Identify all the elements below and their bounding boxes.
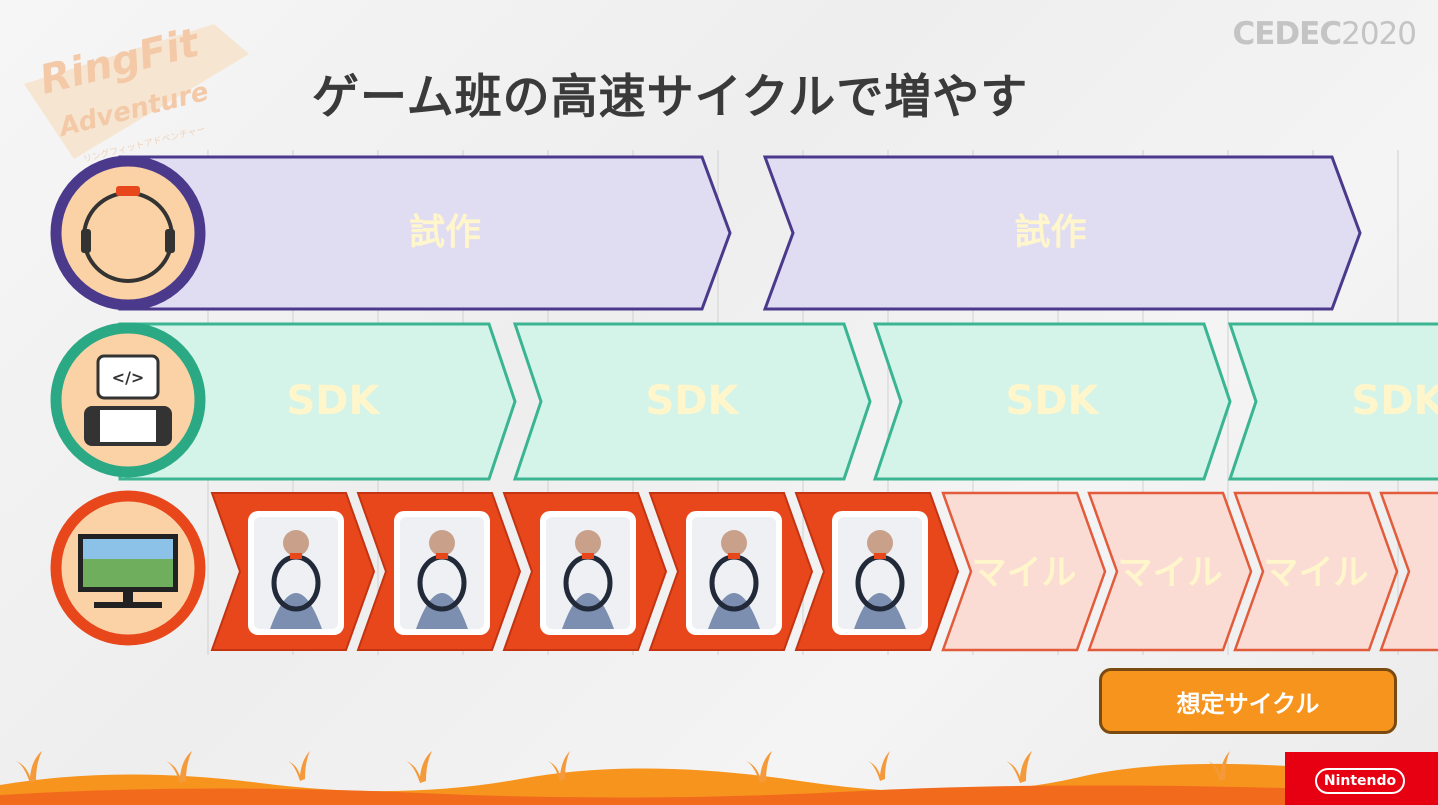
exercise-photo bbox=[692, 517, 776, 629]
ring-con-grip bbox=[582, 553, 594, 559]
game-planned-stage-label: マイル bbox=[971, 554, 1076, 594]
cedec-logo: CEDEC2020 bbox=[1233, 16, 1417, 52]
sdk-stage-4 bbox=[1227, 322, 1438, 481]
person-head bbox=[867, 530, 893, 556]
nintendo-logo-text: Nintendo bbox=[1315, 768, 1405, 794]
person-head bbox=[429, 530, 455, 556]
ring-con-grip bbox=[290, 553, 302, 559]
exercise-photo bbox=[838, 517, 922, 629]
sdk-stage-2 bbox=[512, 322, 872, 481]
prototype-stage-2 bbox=[762, 155, 1362, 311]
lane-sdk: SDK SDK SDK SDK bbox=[118, 322, 1438, 481]
prototype-stage-label: 試作 bbox=[1014, 212, 1086, 253]
prototype-stage-label: 試作 bbox=[409, 212, 481, 253]
slide-title: ゲーム班の高速サイクルで増やす bbox=[312, 70, 1029, 125]
tv-game-icon bbox=[50, 490, 206, 646]
nintendo-logo: Nintendo bbox=[1285, 752, 1438, 805]
switch-code-icon: </> bbox=[50, 322, 206, 478]
cedec-logo-main: CEDEC bbox=[1232, 16, 1343, 52]
game-planned-stage-2 bbox=[1087, 491, 1253, 652]
sdk-stage-3 bbox=[872, 322, 1232, 481]
assumed-cycle-button[interactable]: 想定サイクル bbox=[1099, 668, 1397, 734]
game-planned-stage-3 bbox=[1233, 491, 1399, 652]
sdk-stage-label: SDK bbox=[286, 378, 381, 424]
ring-con-grip bbox=[728, 553, 740, 559]
ring-con-icon bbox=[50, 155, 206, 311]
game-planned-stage-label: マイル bbox=[1117, 554, 1222, 594]
ring-con-grip bbox=[436, 553, 448, 559]
person-head bbox=[575, 530, 601, 556]
lane-game: マイルマイルマイルマ bbox=[210, 491, 1438, 652]
ring-fit-adventure-logo: RingFit Adventure リングフィットアドベンチャー bbox=[24, 19, 249, 165]
footer-decoration bbox=[0, 751, 1438, 805]
lane-prototype: 試作 試作 bbox=[118, 155, 1362, 311]
lane-icons: </> bbox=[50, 155, 206, 646]
exercise-photo bbox=[400, 517, 484, 629]
game-planned-stage-1 bbox=[941, 491, 1107, 652]
exercise-photo bbox=[546, 517, 630, 629]
exercise-photo bbox=[254, 517, 338, 629]
sdk-stage-label: SDK bbox=[645, 378, 740, 424]
sdk-stage-label: SDK bbox=[1005, 378, 1100, 424]
person-head bbox=[721, 530, 747, 556]
svg-text:</>: </> bbox=[112, 368, 145, 387]
cedec-logo-year: 2020 bbox=[1341, 16, 1417, 52]
game-planned-stage-4 bbox=[1379, 491, 1438, 652]
ring-con-grip bbox=[874, 553, 886, 559]
person-head bbox=[283, 530, 309, 556]
game-planned-stage-label: マイル bbox=[1263, 554, 1368, 594]
sdk-stage-label: SDK bbox=[1351, 378, 1438, 424]
